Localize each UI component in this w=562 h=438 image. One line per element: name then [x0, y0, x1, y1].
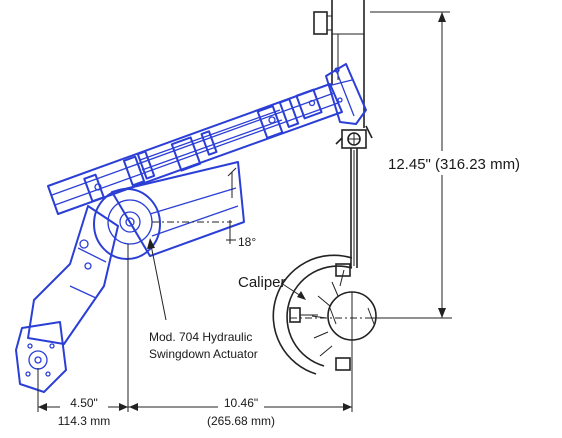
- hydraulic-cylinder: [47, 83, 343, 215]
- horizontal-dimensions: 4.50" 114.3 mm 10.46" (265.68 mm): [37, 244, 353, 428]
- upper-clevis: [325, 63, 373, 149]
- right-dim-inches: 10.46": [224, 396, 258, 410]
- left-dim-mm: 114.3 mm: [58, 414, 110, 428]
- angle-tick: [227, 167, 237, 177]
- actuator-callout: Mod. 704 Hydraulic Swingdown Actuator: [147, 238, 258, 361]
- actuator-label-line2: Swingdown Actuator: [149, 347, 258, 361]
- caliper-assembly: [272, 254, 377, 375]
- caliper-callout: Caliper: [238, 274, 306, 300]
- vertical-rod: [350, 148, 358, 268]
- height-dimension-label: 12.45" (316.23 mm): [388, 156, 520, 173]
- right-dim-mm: (265.68 mm): [207, 414, 275, 428]
- angle-marker: 18°: [226, 220, 256, 249]
- actuator-label-line1: Mod. 704 Hydraulic: [149, 330, 252, 344]
- left-dim-inches: 4.50": [70, 396, 98, 410]
- lower-arm: [15, 161, 245, 393]
- height-dimension: 12.45" (316.23 mm): [370, 11, 550, 319]
- caliper-label: Caliper: [238, 274, 286, 291]
- angle-label: 18°: [238, 235, 256, 249]
